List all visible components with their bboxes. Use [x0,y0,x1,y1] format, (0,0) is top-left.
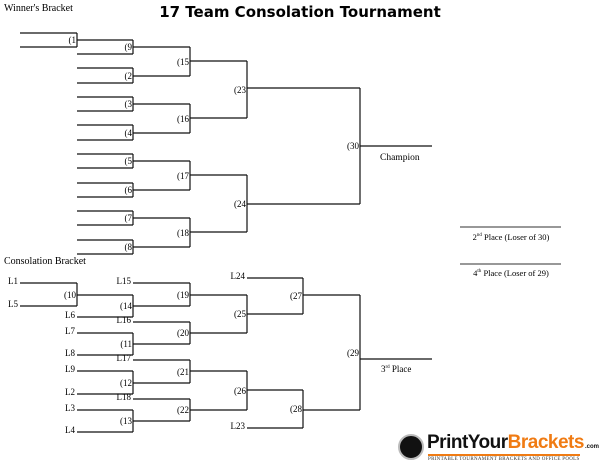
logo-part2: Brackets [507,432,585,453]
entry-label: L6 [65,310,75,320]
place-num: 2 [472,232,477,242]
entry-label: L15 [116,276,132,286]
logo-wordmark: PrintYourBrackets.com [427,432,599,458]
game-number: (24 [234,198,246,209]
place-text: Place (Loser of 30) [481,232,550,242]
game-number: (8 [124,242,133,252]
game-number: (20 [177,328,189,338]
place-suffix: nd [476,233,482,239]
page-title: 17 Team Consolation Tournament [159,3,441,21]
place-num: 4 [473,268,478,278]
game-number: (27 [290,291,302,301]
entry-label: L7 [65,326,75,336]
entry-label: L3 [65,403,75,413]
game-number: (1 [68,35,77,45]
game-number: (15 [177,56,189,67]
winners-bracket-heading: Winner's Bracket [4,3,73,14]
entry-label: L4 [65,425,75,435]
entry-label: L2 [65,387,75,397]
place-num: 3 [381,364,386,374]
game-number: (9 [124,42,133,52]
place-text: Place (Loser of 29) [481,268,549,278]
game-number: (18 [177,227,189,238]
third-place-label: 3rd Place [381,363,411,374]
logo-part1: PrintYour [427,432,508,453]
game-number: (23 [234,84,246,95]
entry-label: L18 [116,392,132,402]
game-number: (16 [177,113,189,124]
game-number: (3 [124,99,133,109]
fourth-place-label: 4th Place (Loser of 29) [456,268,566,278]
game-number: (12 [120,377,132,388]
game-number: (30 [347,141,359,151]
game-number: (17 [177,170,189,181]
entry-label: L23 [230,421,246,431]
game-number: (13 [120,416,132,426]
game-number: (14 [120,301,132,311]
entry-label: L1 [8,276,18,286]
entry-label: L24 [230,271,246,281]
entry-label: L8 [65,348,75,358]
game-number: (19 [177,289,189,300]
printyourbrackets-logo: PrintYourBrackets.com PRINTABLE TOURNAME… [396,432,599,464]
game-number: (11 [120,339,132,349]
place-suffix: th [477,269,482,275]
game-number: (21 [177,366,189,377]
game-number: (2 [124,70,133,81]
second-place-label: 2nd Place (Loser of 30) [456,232,566,242]
game-number: (6 [124,185,133,195]
logo-tagline: PRINTABLE TOURNAMENT BRACKETS AND OFFICE… [428,454,580,462]
game-number: (29 [347,347,359,358]
entry-label: L9 [65,364,75,374]
game-number: (26 [234,385,246,396]
game-number: (5 [124,156,133,166]
game-number: (28 [290,404,302,414]
champion-label: Champion [380,153,420,163]
game-number: (10 [64,289,76,300]
game-number: (22 [177,405,189,415]
game-number: (25 [234,309,246,319]
entry-label: L16 [116,315,132,325]
entry-label: L17 [116,353,132,363]
game-number: (4 [124,127,133,138]
place-text: Place [389,364,412,374]
place-suffix: rd [385,365,390,370]
consolation-bracket-heading: Consolation Bracket [4,256,86,267]
bracket-logo-icon [398,434,424,460]
entry-label: L5 [8,299,18,309]
logo-suffix: .com [584,444,599,450]
game-number: (7 [124,213,133,223]
